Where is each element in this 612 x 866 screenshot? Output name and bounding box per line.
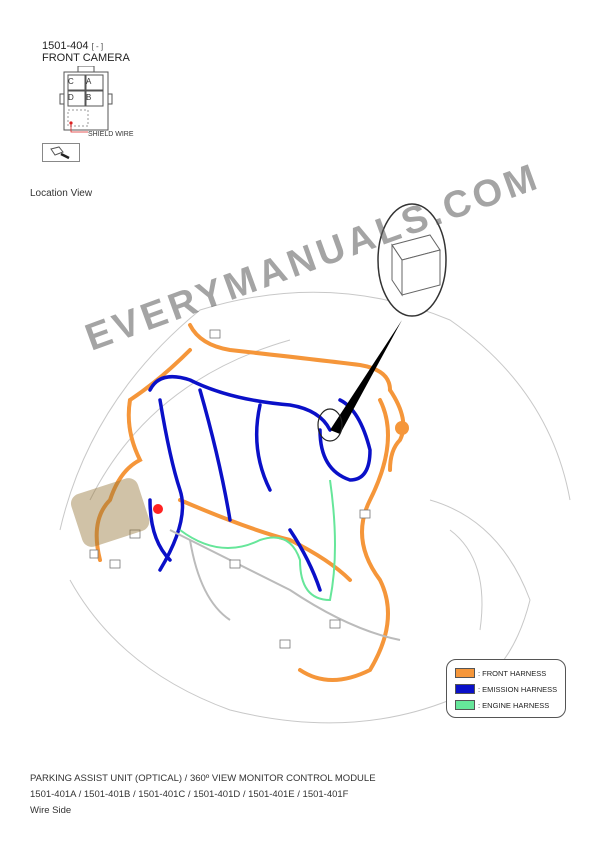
legend-emission-harness: : EMISSION HARNESS (455, 684, 557, 694)
connector-number: 1501-404 (42, 40, 89, 52)
legend-label: : EMISSION HARNESS (478, 684, 558, 694)
pin-a: A (86, 77, 92, 86)
harness-legend: : FRONT HARNESS : EMISSION HARNESS : ENG… (446, 659, 566, 718)
connector-wire-icon (42, 143, 80, 162)
front-harness-swatch-icon (455, 668, 475, 678)
connector-id: 1501-404 [ - ] (42, 40, 103, 52)
module-connector-ids: 1501-401A / 1501-401B / 1501-401C / 1501… (30, 789, 349, 800)
pin-c: C (68, 77, 74, 86)
connector-suffix: [ - ] (91, 42, 104, 51)
legend-engine-harness: : ENGINE HARNESS (455, 700, 549, 710)
shield-wire-label: SHIELD WIRE (88, 131, 134, 138)
engine-bay-harness-diagram (59, 203, 571, 724)
connector-name: FRONT CAMERA (42, 52, 130, 64)
section-title: Location View (30, 188, 93, 199)
legend-label: : ENGINE HARNESS (478, 700, 550, 710)
pin-d: D (68, 93, 74, 102)
engine-harness-swatch-icon (455, 700, 475, 710)
wire-side-label: Wire Side (30, 805, 72, 816)
legend-label: : FRONT HARNESS (478, 668, 547, 678)
emission-harness-swatch-icon (455, 684, 475, 694)
module-title: PARKING ASSIST UNIT (OPTICAL) / 360º VIE… (30, 773, 376, 784)
legend-front-harness: : FRONT HARNESS (455, 668, 546, 678)
pin-b: B (86, 93, 92, 102)
connector-face-diagram (59, 66, 113, 133)
